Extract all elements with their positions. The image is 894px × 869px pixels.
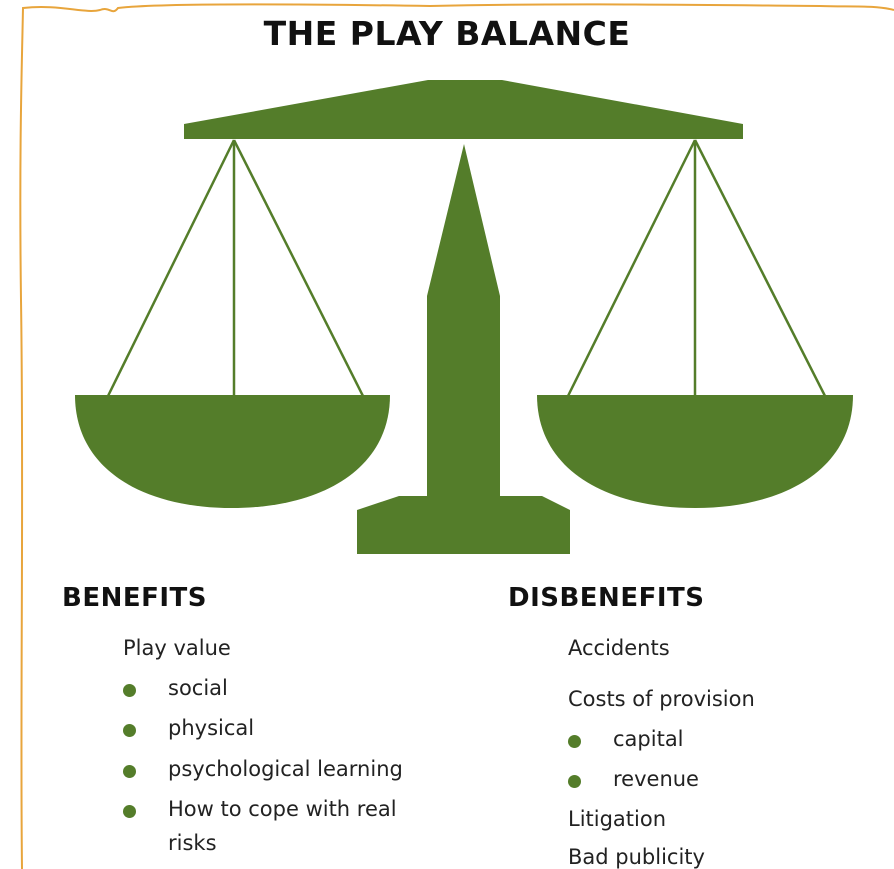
benefits-intro: Play value: [123, 636, 231, 660]
scale-pillar: [357, 144, 570, 554]
benefits-bullet-dot: [123, 684, 136, 697]
benefits-bullet: social: [168, 676, 228, 700]
disbenefits-item-costs: Costs of provision: [568, 687, 755, 711]
left-pan: [75, 395, 390, 508]
benefits-bullet: physical: [168, 716, 255, 740]
disbenefits-bullet-dot: [568, 735, 581, 748]
scale-beam: [184, 80, 743, 139]
disbenefits-bullet: revenue: [613, 767, 699, 791]
benefits-bullet-dot: [123, 724, 136, 737]
disbenefits-item-accidents: Accidents: [568, 636, 670, 660]
disbenefits-heading: DISBENEFITS: [508, 583, 705, 613]
disbenefits-bullet: capital: [613, 727, 684, 751]
right-pan-strings: [566, 139, 827, 397]
benefits-bullet: How to cope with real: [168, 797, 397, 821]
benefits-bullet-continuation: risks: [168, 831, 217, 855]
page-title: THE PLAY BALANCE: [263, 14, 631, 53]
disbenefits-item-litigation: Litigation: [568, 807, 667, 831]
benefits-bullet: psychological learning: [168, 757, 403, 781]
benefits-heading: BENEFITS: [62, 583, 207, 613]
disbenefits-bullet-dot: [568, 775, 581, 788]
right-pan: [537, 395, 853, 508]
left-pan-strings: [106, 139, 365, 397]
disbenefits-item-publicity: Bad publicity: [568, 845, 705, 869]
benefits-bullet-dot: [123, 765, 136, 778]
benefits-bullet-dot: [123, 805, 136, 818]
